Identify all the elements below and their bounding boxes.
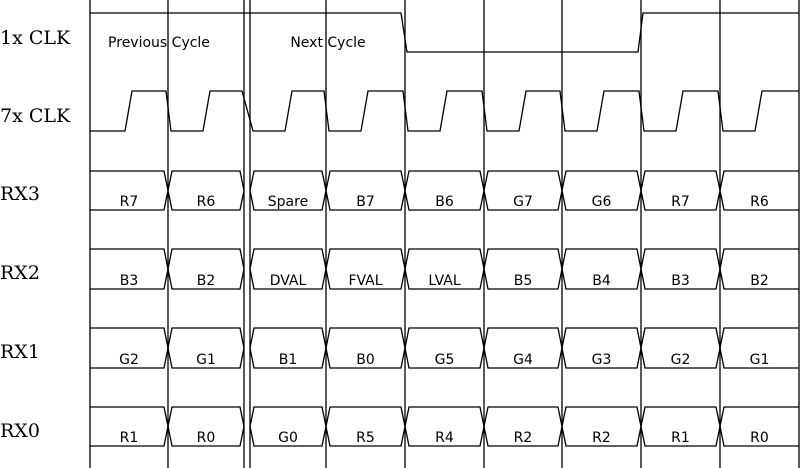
bit-cell-label: G6	[592, 194, 612, 210]
bit-cell-label: R2	[514, 430, 533, 446]
bit-cell-label: B2	[197, 273, 216, 289]
bit-cell-label: B3	[120, 273, 139, 289]
bit-cell-outline	[167, 327, 245, 369]
bit-cell-label: R0	[197, 430, 216, 446]
cycle-gridlines	[89, 0, 800, 468]
bit-cell-label: FVAL	[348, 273, 382, 289]
bit-cell-outline	[719, 248, 799, 290]
bit-cell-label: B0	[356, 352, 375, 368]
bit-cell-label: B6	[435, 194, 454, 210]
bit-cell-label: B2	[750, 273, 769, 289]
waveform-1x-clk	[90, 12, 799, 53]
signal-label-rx2: RX2	[0, 262, 40, 284]
bit-cell-label: G3	[592, 352, 612, 368]
bit-cell-outline	[719, 327, 799, 369]
bit-cell-label: G2	[119, 352, 139, 368]
bit-cell-outline	[719, 170, 799, 211]
signal-label-rx3: RX3	[0, 183, 40, 205]
bit-cell-label: R6	[750, 194, 769, 210]
signal-label-7x-clk: 7x CLK	[0, 105, 71, 127]
bit-cell-label: G1	[750, 352, 770, 368]
bit-cell-label: R7	[671, 194, 690, 210]
bit-cell-label: LVAL	[428, 273, 461, 289]
bit-cell-outline	[167, 170, 245, 211]
bit-cell-label: R1	[120, 430, 139, 446]
bit-cell-label: G5	[435, 352, 455, 368]
bit-cell-label: G1	[196, 352, 216, 368]
bit-cell-outline	[719, 406, 799, 447]
bit-cell-label: Spare	[268, 194, 308, 210]
bit-cell-label: G4	[513, 352, 533, 368]
bit-cell-label: G0	[278, 430, 298, 446]
bit-cell-label: R1	[671, 430, 690, 446]
next-cycle-annotation: Next Cycle	[290, 35, 365, 51]
waveforms	[90, 12, 799, 132]
bit-cell-label: R2	[592, 430, 611, 446]
bit-cell-label: R5	[356, 430, 375, 446]
bit-cell-label: G7	[513, 194, 533, 210]
bit-cell-label: R6	[197, 194, 216, 210]
signal-label-rx0: RX0	[0, 420, 40, 442]
bit-cell-label: R4	[435, 430, 454, 446]
signal-labels: 1x CLK 7x CLK RX3 RX2 RX1 RX0	[0, 27, 71, 442]
bit-cell-label: R7	[120, 194, 139, 210]
signal-label-1x-clk: 1x CLK	[0, 27, 71, 49]
bit-cell-label: DVAL	[270, 273, 307, 289]
previous-cycle-annotation: Previous Cycle	[108, 35, 210, 51]
signal-label-rx1: RX1	[0, 341, 40, 363]
waveform-7x-clk	[90, 90, 799, 132]
bit-cell-label: B3	[671, 273, 690, 289]
bit-cell-label: B7	[356, 194, 375, 210]
bit-cell-outline	[167, 406, 245, 447]
bit-cell-label: B5	[514, 273, 533, 289]
bit-cell-label: R0	[750, 430, 769, 446]
bit-cell-outline	[167, 248, 245, 290]
bit-cell-label: B4	[592, 273, 611, 289]
bit-cell-label: B1	[279, 352, 298, 368]
bit-cell-label: G2	[671, 352, 691, 368]
